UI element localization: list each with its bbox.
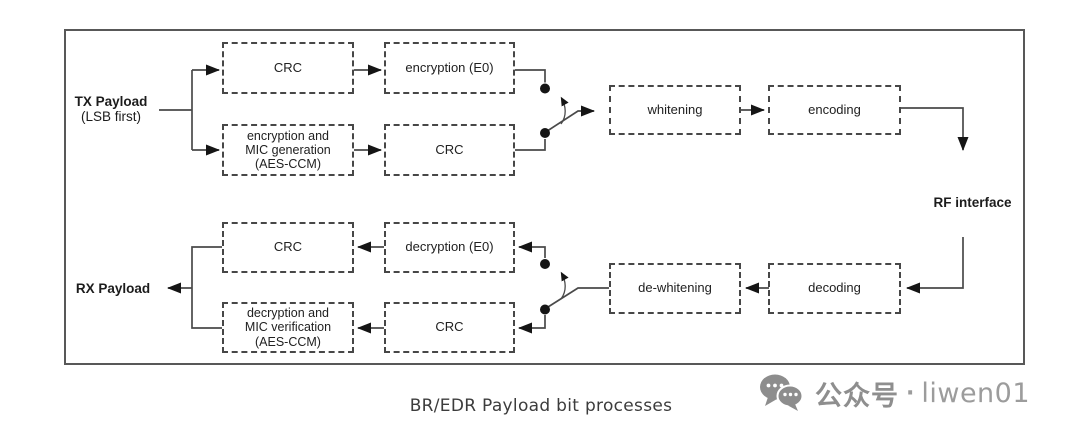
box-tx-encryption-e0: encryption (E0): [384, 42, 515, 94]
box-rx-crc-lower: CRC: [384, 302, 515, 353]
rx-payload-label: RX Payload: [70, 281, 156, 296]
wechat-icon: [760, 374, 804, 411]
box-tx-aes-ccm: encryption and MIC generation (AES-CCM): [222, 124, 354, 176]
watermark: 公众号 · liwen01: [758, 371, 1030, 415]
rf-interface-title: RF interface: [933, 195, 1012, 210]
box-whitening: whitening: [609, 85, 741, 135]
rf-interface-label: RF interface: [925, 195, 1020, 210]
watermark-text: 公众号 · liwen01: [808, 374, 1030, 413]
box-de-whitening: de-whitening: [609, 263, 741, 314]
tx-payload-label: TX Payload (LSB first): [66, 94, 156, 124]
box-tx-crc-lower: CRC: [384, 124, 515, 176]
box-decoding: decoding: [768, 263, 901, 314]
box-rx-crc-upper: CRC: [222, 222, 354, 273]
rx-payload-title: RX Payload: [75, 281, 151, 296]
box-rx-decryption-e0: decryption (E0): [384, 222, 515, 273]
box-rx-aes-ccm: decryption and MIC verification (AES-CCM…: [222, 302, 354, 353]
tx-payload-title: TX Payload: [74, 94, 148, 109]
watermark-account: 公众号: [815, 380, 899, 412]
box-tx-crc-upper: CRC: [222, 42, 354, 94]
figure-caption: BR/EDR Payload bit processes: [409, 396, 673, 416]
tx-payload-subtitle: (LSB first): [80, 109, 141, 124]
diagram-frame: [64, 29, 1025, 365]
watermark-separator: ·: [906, 380, 915, 406]
box-encoding: encoding: [768, 85, 901, 135]
watermark-handle: liwen01: [921, 377, 1031, 409]
